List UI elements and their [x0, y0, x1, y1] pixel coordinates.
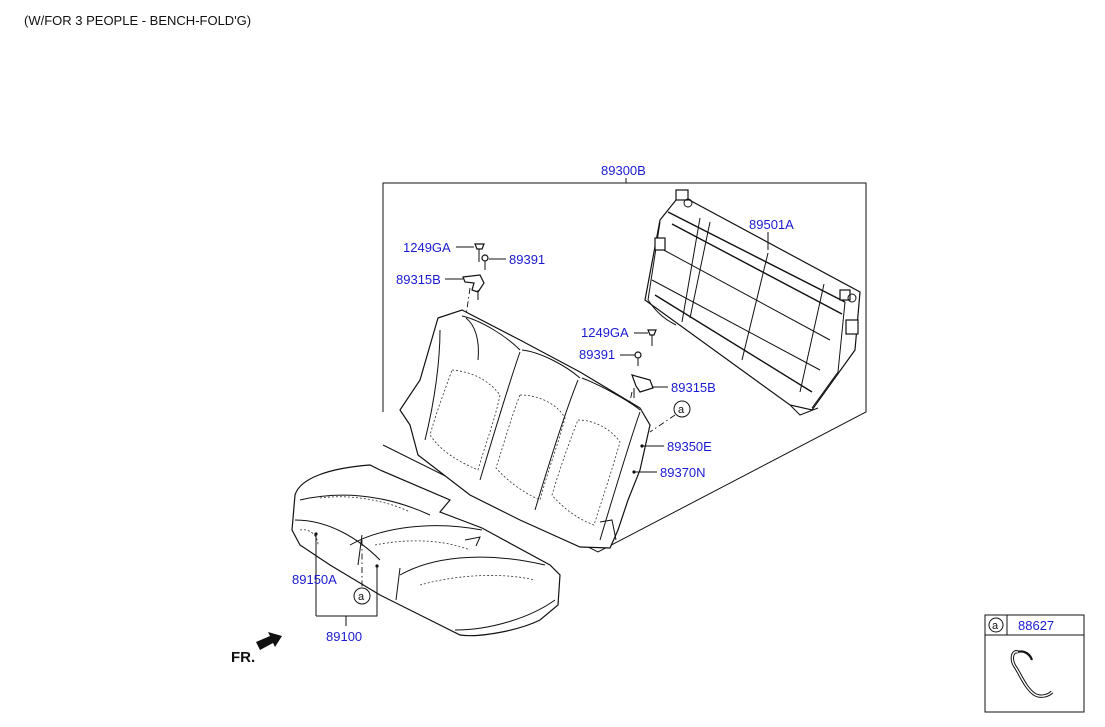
callout-a-back-circle: [673, 400, 691, 418]
callout-a-cushion-circle: [353, 587, 371, 605]
label-cushion-cover[interactable]: 89150A: [292, 572, 337, 587]
callout-a-back-letter: a: [678, 404, 685, 416]
legend-letter: a: [992, 620, 999, 632]
label-bracket-right[interactable]: 89315B: [671, 380, 716, 395]
callout-a-back-leader: [649, 414, 676, 433]
right-hardware: [627, 329, 657, 411]
label-screw-right[interactable]: 89391: [579, 347, 615, 362]
label-back-assembly[interactable]: 89300B: [601, 163, 646, 178]
seat-back-drawing: [399, 309, 651, 549]
cushion-assy-dot: [375, 564, 379, 568]
label-bolt-left[interactable]: 1249GA: [403, 240, 451, 255]
legend-box: [984, 614, 1085, 713]
seat-frame-drawing: [644, 189, 861, 416]
front-arrow-icon: [256, 632, 282, 650]
back-pad-dot: [640, 444, 644, 448]
front-direction-label: FR.: [231, 649, 255, 666]
legend-part-number[interactable]: 88627: [1018, 618, 1054, 633]
variant-title: (W/FOR 3 PEOPLE - BENCH-FOLD'G): [24, 13, 251, 28]
seat-cushion-drawing: [291, 464, 561, 637]
label-bolt-right[interactable]: 1249GA: [581, 325, 629, 340]
label-cushion-assembly[interactable]: 89100: [326, 629, 362, 644]
left-hardware: [462, 243, 489, 317]
label-bracket-left[interactable]: 89315B: [396, 272, 441, 287]
back-cover-dot: [632, 470, 636, 474]
label-back-cover[interactable]: 89370N: [660, 465, 706, 480]
label-frame[interactable]: 89501A: [749, 217, 794, 232]
leader-cushion-bracket: [316, 566, 378, 617]
callout-a-cushion-letter: a: [358, 591, 365, 603]
label-back-pad[interactable]: 89350E: [667, 439, 712, 454]
label-screw-left[interactable]: 89391: [509, 252, 545, 267]
cushion-cover-dot: [314, 532, 318, 536]
